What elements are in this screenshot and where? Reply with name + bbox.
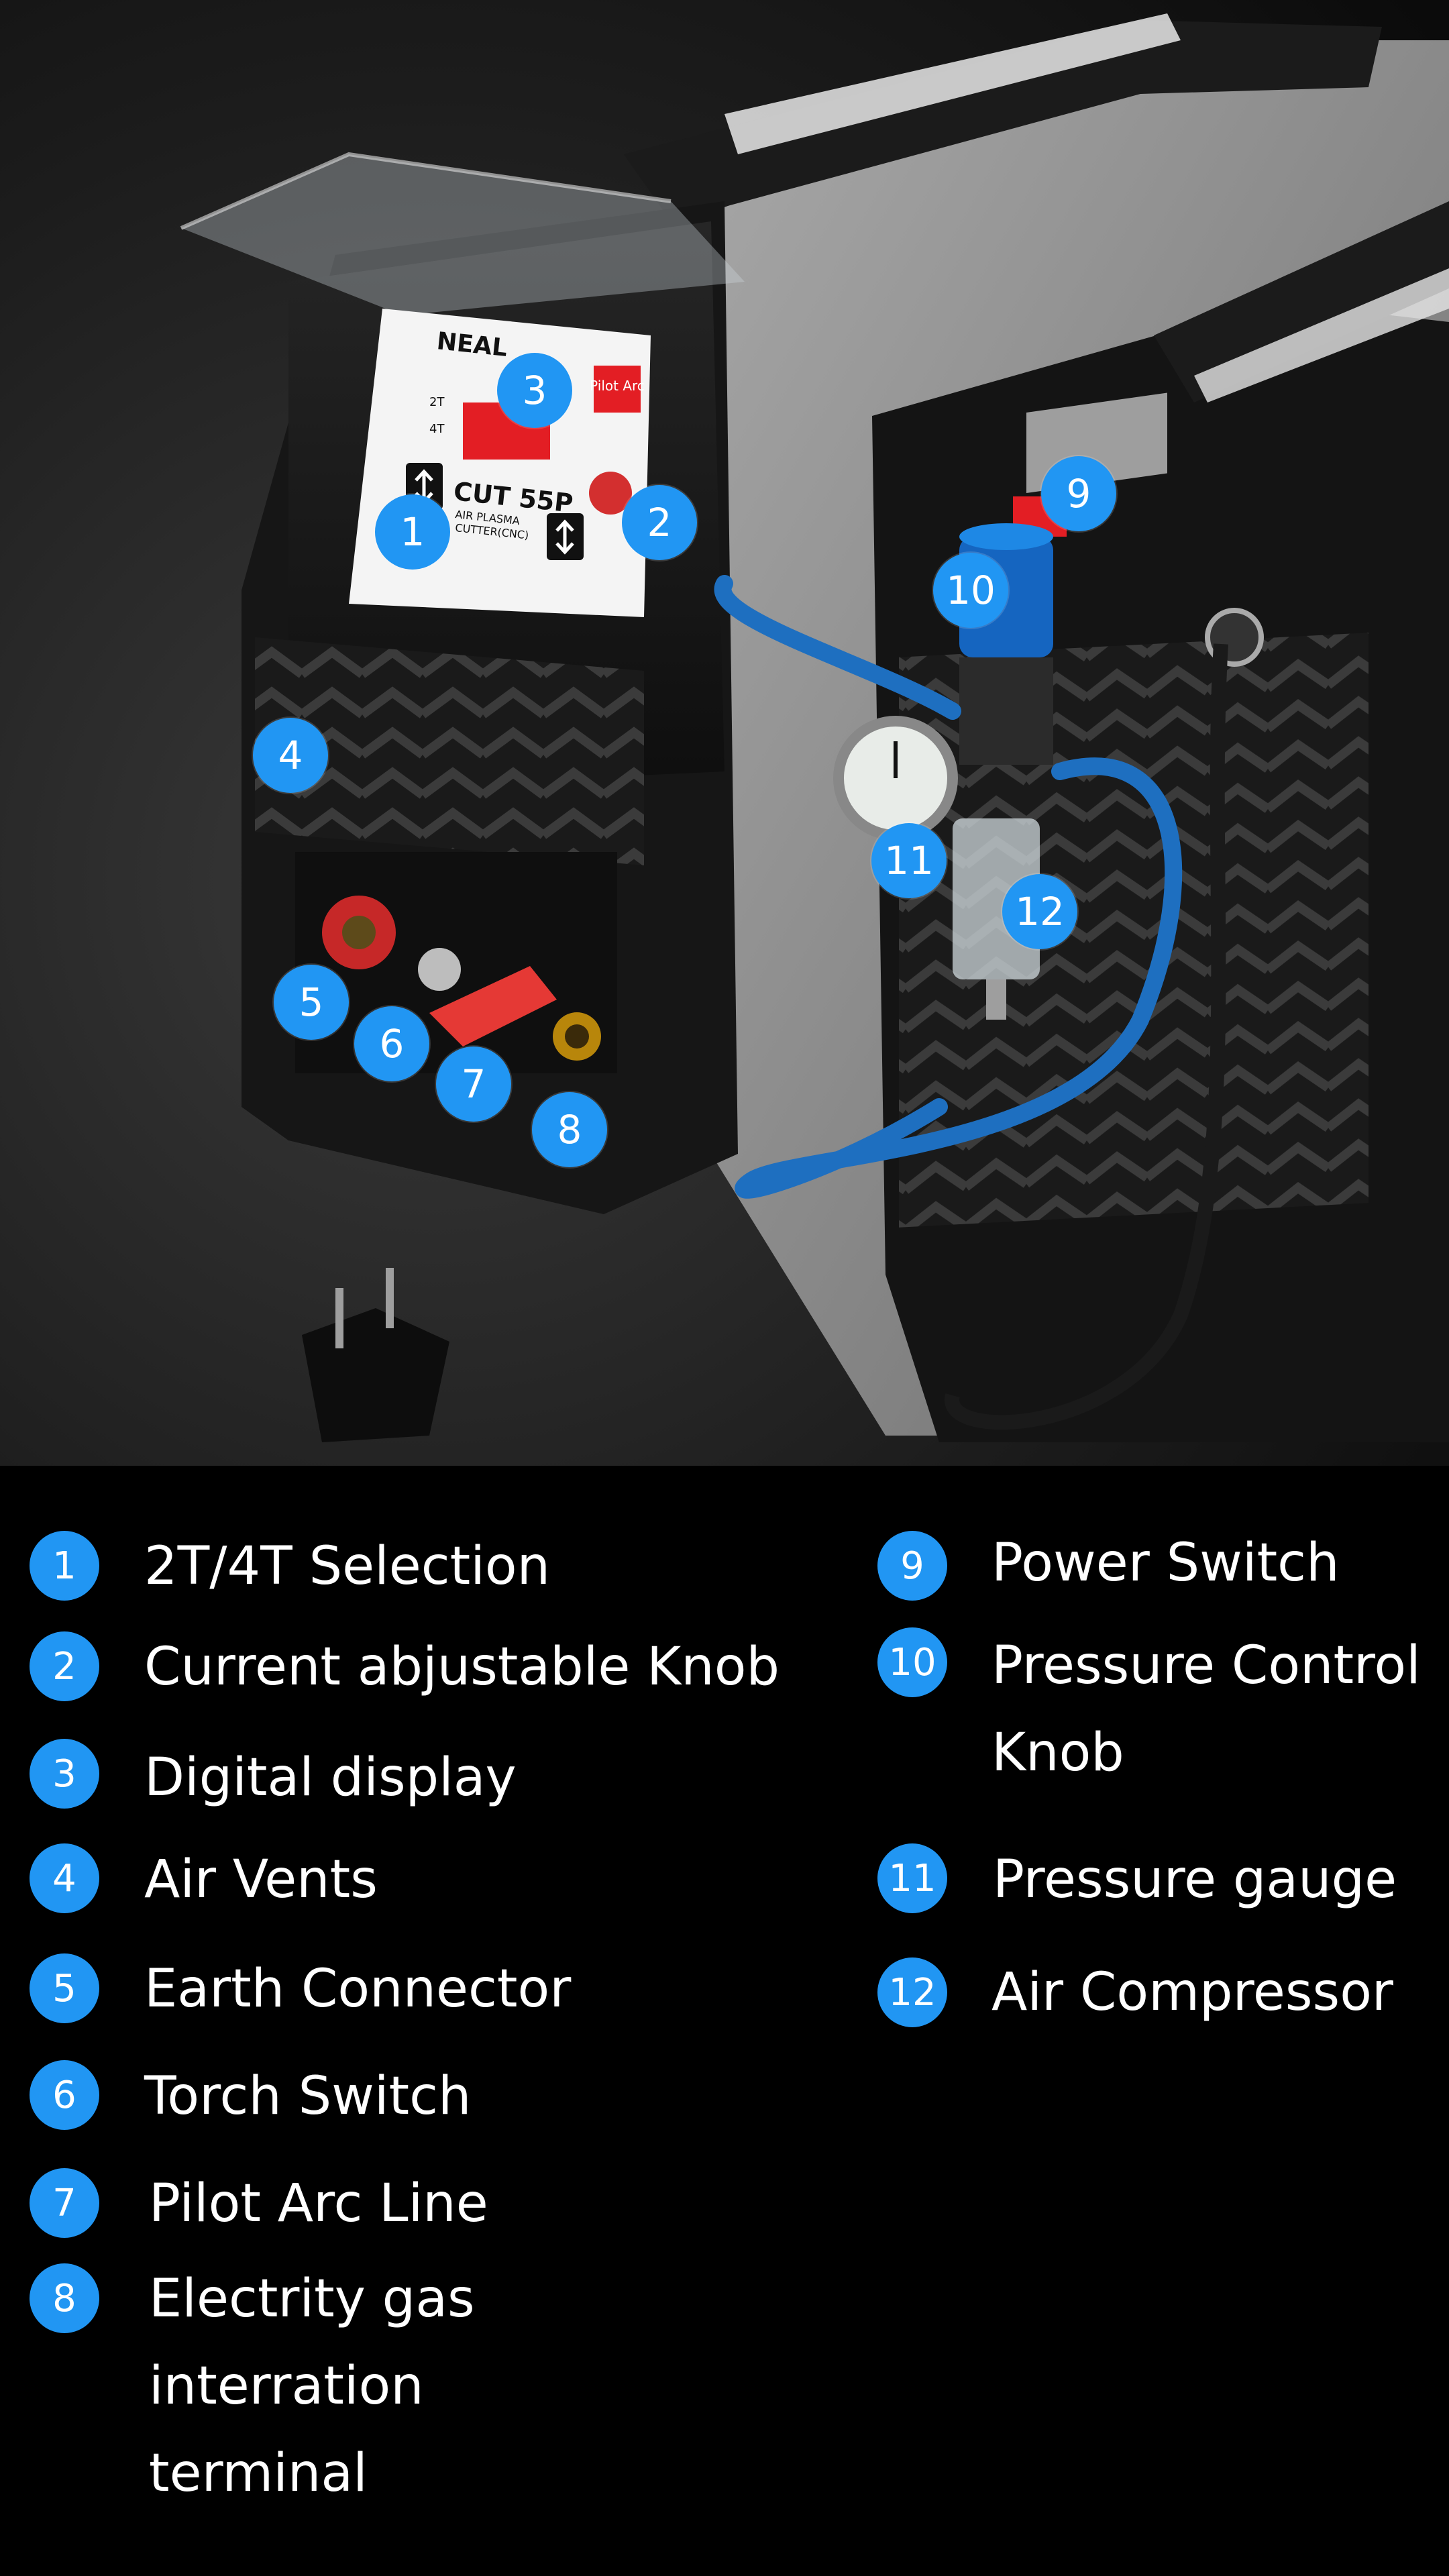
legend-badge-8: 8 bbox=[30, 2263, 99, 2333]
legend-label-10-line1: Pressure Control bbox=[991, 1635, 1421, 1696]
product-photo: Pilot Arc CUT 55P AIR PLASMA CUTTER(CNC)… bbox=[0, 0, 1449, 1466]
legend-label-10-line2: Knob bbox=[991, 1723, 1124, 1783]
legend-label-1: 2T/4T Selection bbox=[144, 1536, 551, 1597]
legend-label-9: Power Switch bbox=[991, 1533, 1340, 1593]
legend-label-5: Earth Connector bbox=[144, 1959, 572, 2019]
legend-label-2: Current abjustable Knob bbox=[144, 1637, 780, 1697]
callout-badge-6: 6 bbox=[354, 1006, 429, 1081]
legend-badge-4: 4 bbox=[30, 1843, 99, 1913]
mode-2t-label: 2T bbox=[429, 395, 445, 409]
legend-badge-1: 1 bbox=[30, 1531, 99, 1601]
legend-label-6: Torch Switch bbox=[144, 2066, 472, 2127]
legend-label-4: Air Vents bbox=[144, 1849, 378, 1910]
callout-badge-4: 4 bbox=[253, 718, 328, 793]
callout-badge-8: 8 bbox=[532, 1092, 607, 1167]
legend-badge-3: 3 bbox=[30, 1739, 99, 1809]
callout-badge-12: 12 bbox=[1002, 874, 1077, 949]
legend-badge-12: 12 bbox=[877, 1957, 947, 2027]
legend-badge-11: 11 bbox=[877, 1843, 947, 1913]
legend-label-11: Pressure gauge bbox=[993, 1849, 1397, 1910]
legend-label-8-line2: interration bbox=[149, 2356, 424, 2416]
legend-badge-7: 7 bbox=[30, 2168, 99, 2238]
legend-label-12: Air Compressor bbox=[991, 1962, 1393, 2023]
legend-badge-9: 9 bbox=[877, 1531, 947, 1601]
legend-label-3: Digital display bbox=[144, 1748, 517, 1808]
legend-badge-6: 6 bbox=[30, 2060, 99, 2130]
callout-badge-9: 9 bbox=[1041, 456, 1116, 531]
legend-label-8-line3: terminal bbox=[149, 2443, 368, 2504]
legend-label-8-line1: Electrity gas bbox=[149, 2269, 475, 2329]
legend-badge-5: 5 bbox=[30, 1953, 99, 2023]
callout-badge-3: 3 bbox=[497, 353, 572, 428]
callout-badge-10: 10 bbox=[933, 553, 1008, 628]
legend-badge-10: 10 bbox=[877, 1627, 947, 1697]
callout-badge-7: 7 bbox=[436, 1046, 511, 1122]
mode-4t-label: 4T bbox=[429, 422, 445, 436]
legend-badge-2: 2 bbox=[30, 1631, 99, 1701]
callout-badge-5: 5 bbox=[274, 965, 349, 1040]
callout-badge-2: 2 bbox=[622, 485, 697, 560]
callout-badge-1: 1 bbox=[375, 494, 450, 570]
callout-badge-11: 11 bbox=[871, 823, 947, 898]
legend-label-7: Pilot Arc Line bbox=[149, 2174, 488, 2234]
pilot-arc-panel-label: Pilot Arc bbox=[590, 378, 645, 394]
